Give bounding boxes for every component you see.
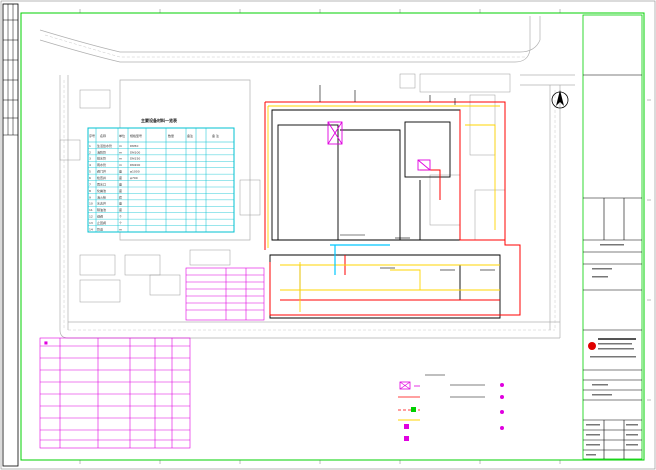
table-cell: 消火栓 — [97, 194, 106, 199]
table-cell: DN150 — [130, 157, 140, 161]
table-cell: 雨水管 — [97, 162, 106, 167]
table-cell: 止回阀 — [97, 220, 106, 225]
table-cell: 5 — [89, 170, 91, 174]
table-cell: 座 — [119, 175, 122, 180]
table-cell: 12 — [89, 215, 93, 219]
legend — [398, 374, 504, 441]
table-cell: 雨水口 — [97, 181, 106, 186]
binding-strip — [2, 3, 19, 467]
table-cell: 4 — [89, 163, 91, 167]
red-pipes — [264, 101, 521, 316]
table-cell: m — [119, 157, 122, 161]
table-cell: 排水管 — [97, 156, 106, 161]
table-cell: 座 — [119, 181, 122, 186]
table-cell: 9 — [89, 195, 91, 199]
table-cell: 个 — [119, 215, 122, 219]
table-cell: 10 — [89, 202, 93, 206]
magenta-table-marker: ■ — [44, 340, 48, 345]
table-cell: 3 — [89, 157, 91, 161]
grid-ticks — [79, 9, 651, 464]
equipment-table-title: 主要设备材料一览表 — [141, 117, 177, 123]
table-header-cell: 名称 — [100, 133, 106, 138]
yellow-pipes — [267, 105, 500, 312]
magenta-schedule-table — [39, 337, 191, 449]
magenta-table — [185, 267, 265, 321]
table-cell: DN50 — [130, 144, 138, 148]
table-cell: 1 — [89, 144, 91, 148]
table-cell: m — [119, 227, 122, 231]
table-cell: 检查井 — [97, 175, 106, 180]
table-cell: 阀门井 — [97, 169, 106, 174]
table-cell: 座 — [119, 207, 122, 212]
table-cell: φ1000 — [130, 170, 140, 174]
table-cell: DN200 — [130, 163, 140, 167]
table-cell: m — [119, 144, 122, 148]
table-cell: 13 — [89, 221, 93, 225]
table-cell: 8 — [89, 189, 91, 193]
table-cell: 座 — [119, 169, 122, 174]
table-cell: 2 — [89, 150, 91, 154]
table-cell: 座 — [119, 201, 122, 206]
table-header-cell: 数量 — [168, 133, 174, 138]
table-cell: 水表井 — [97, 201, 106, 206]
title-block-logo — [588, 338, 636, 358]
table-cell: 11 — [89, 208, 93, 212]
title-block-text-lines — [586, 244, 638, 456]
table-cell: 隔油池 — [97, 207, 106, 212]
table-cell: 6 — [89, 176, 91, 180]
black-fittings — [319, 85, 495, 271]
main-building — [269, 109, 501, 319]
table-cell: 闸阀 — [97, 214, 103, 219]
surrounding-buildings — [59, 73, 511, 303]
table-cell: 管道 — [97, 226, 103, 231]
table-cell: 个 — [119, 221, 122, 225]
table-cell: 消防管 — [97, 149, 106, 154]
table-cell: m — [119, 150, 122, 154]
table-cell: 座 — [119, 188, 122, 193]
cyan-pipes — [330, 244, 390, 275]
equipment-table-header: 序号 名称 单位 规格型号 数量 备注 备 注 — [89, 133, 219, 138]
table-header-cell: 备 注 — [212, 133, 219, 138]
table-cell: 化粪池 — [97, 188, 106, 193]
title-block — [582, 14, 643, 460]
drawing-frame — [20, 12, 645, 461]
table-cell: 14 — [89, 227, 93, 231]
table-header-cell: 序号 — [89, 133, 95, 138]
magenta-equipment — [327, 121, 431, 171]
table-header-cell: 规格型号 — [130, 133, 142, 138]
table-cell: DN100 — [130, 150, 140, 154]
table-header-cell: 单位 — [119, 133, 125, 138]
table-cell: φ700 — [130, 176, 138, 180]
north-arrow-icon — [551, 90, 569, 109]
road-dashes — [44, 34, 556, 331]
table-cell: 7 — [89, 182, 91, 186]
equipment-table: 主要设备材料一览表 序号 名称 单位 规格型号 数量 备注 备 注 1 生活给水管… — [87, 117, 235, 233]
table-cell: m — [119, 163, 122, 167]
table-cell: 生活给水管 — [97, 143, 112, 148]
table-header-cell: 备注 — [187, 133, 193, 138]
table-cell: 套 — [119, 194, 122, 199]
